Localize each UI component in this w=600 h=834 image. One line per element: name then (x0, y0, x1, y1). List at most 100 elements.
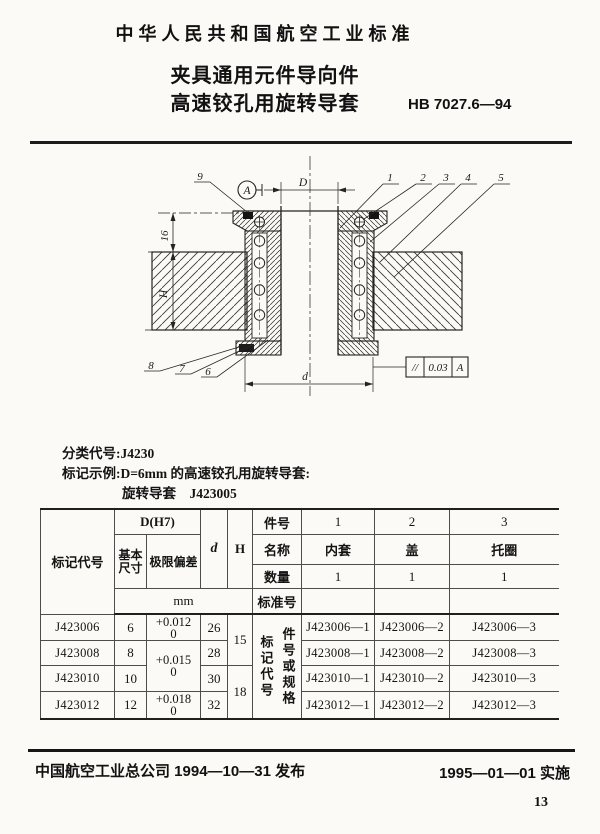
cell-basic-size-header: 基本尺寸 (114, 534, 147, 589)
cell-qty-2: 1 (374, 564, 451, 589)
cell-dh7-header: D(H7) (113, 508, 202, 535)
tolerance-value: 0.03 (428, 362, 448, 374)
cell-part3-1: J423006—3 (449, 613, 559, 641)
header-row-1: 标记代号 D(H7) d H 件号 1 2 3 (40, 508, 559, 615)
jig-plate-right (372, 251, 463, 331)
part-label-5: 5 (498, 172, 504, 184)
part-labels: 9 1 2 3 4 5 8 7 6 (148, 171, 504, 378)
cell-part3-3: J423010—3 (449, 665, 559, 692)
cell-qty-1: 1 (301, 564, 376, 589)
vertical-label-col1: 标记代号 (258, 634, 274, 699)
header-row-2: 基本尺寸 极限偏差 名称 内套 盖 托圈 (41, 534, 559, 589)
cell-d-3: 30 (200, 665, 229, 692)
vertical-label-col2: 件号或规格 (280, 626, 296, 707)
tolerance-frame: // 0.03 A (373, 356, 469, 378)
technical-drawing: A D d 16 (144, 156, 510, 396)
footer-rule (28, 749, 575, 752)
marking-example-line: 标记示例:D=6mm 的高速铰孔用旋转导套: (62, 466, 311, 481)
cell-piece-no-1: 1 (301, 508, 376, 535)
publisher-line: 中国航空工业总公司 1994—10—31 发布 (35, 763, 306, 780)
document-title-line1: 夹具通用元件导向件 (170, 65, 360, 87)
dev-upper: +0.015 (155, 653, 192, 667)
header-row-4: mm 标准号 (41, 588, 559, 615)
cell-unit: mm (113, 588, 254, 615)
classification-code-line: 分类代号:J4230 (62, 446, 155, 461)
parallelism-symbol: // (411, 362, 419, 374)
cell-mark-code-header: 标记代号 (40, 508, 115, 615)
dev-lower: 0 (170, 665, 177, 679)
marking-example-designation: 旋转导套 J423005 (122, 486, 237, 501)
page-number: 13 (534, 795, 548, 810)
cell-part1-2: J423008—1 (301, 640, 376, 666)
dev-lower: 0 (170, 704, 177, 718)
cell-basic-2: 8 (114, 640, 147, 666)
cell-d-2: 28 (200, 640, 229, 666)
cell-part2-1: J423006—2 (374, 613, 451, 641)
cell-part2-2: J423008—2 (374, 640, 451, 666)
document-title-line2: 高速铰孔用旋转导套 (170, 93, 360, 115)
part-label-3: 3 (442, 172, 449, 184)
part-label-7: 7 (179, 363, 185, 375)
dev-upper: +0.018 (155, 692, 192, 706)
cell-part2-3: J423010—2 (374, 665, 451, 692)
cell-part-name-1: 内套 (301, 534, 376, 565)
part-leaders (144, 181, 510, 378)
cell-h-18: 18 (227, 665, 254, 720)
cell-part1-3: J423010—1 (301, 665, 376, 692)
cell-part3-2: J423008—3 (449, 640, 559, 666)
cell-part3-4: J423012—3 (449, 691, 559, 720)
dim-H-label: H (158, 289, 170, 299)
header-row-3: 数量 1 1 1 (41, 564, 559, 589)
cell-code-4: J423012 (40, 691, 115, 720)
cell-part1-1: J423006—1 (301, 613, 376, 641)
dimension-D: D (264, 177, 355, 204)
cell-part1-4: J423012—1 (301, 691, 376, 720)
bore (233, 206, 387, 354)
centerlines (259, 156, 360, 396)
part-label-6: 6 (205, 366, 211, 378)
part-label-2: 2 (420, 172, 426, 184)
cell-part-name-3: 托圈 (449, 534, 559, 565)
specification-table: 标记代号 D(H7) d H 件号 1 2 3 基本尺寸 极限偏差 名称 内套 … (40, 508, 559, 720)
cell-basic-4: 12 (114, 691, 147, 720)
cell-code-1: J423006 (40, 613, 115, 641)
cell-part-name-2: 盖 (374, 534, 451, 565)
standard-number: HB 7027.6—94 (408, 96, 512, 113)
dim-bore-label: D (298, 177, 308, 189)
view-a-callout: A (237, 180, 263, 200)
part-label-8: 8 (148, 360, 154, 372)
data-row-3: J423010 10 30 18 J423010—1 J423010—2 J42… (40, 665, 559, 720)
cell-qty-3: 1 (449, 564, 559, 589)
dim-16-label: 16 (159, 230, 171, 242)
dim-outer-label: d (302, 371, 308, 383)
dev-upper: +0.012 (155, 614, 192, 629)
cell-d-4: 32 (200, 691, 229, 720)
part-label-1: 1 (387, 172, 393, 184)
cell-piece-no-label: 件号 (252, 508, 303, 535)
part-label-4: 4 (465, 172, 471, 184)
cell-basic-3: 10 (114, 665, 147, 692)
cell-d-header: d (200, 508, 229, 589)
cell-piece-no-2: 2 (374, 508, 451, 535)
standard-org-title: 中 华 人 民 共 和 国 航 空 工 业 标 准 (115, 24, 410, 44)
cell-std-no-3 (449, 588, 559, 615)
cell-name-label: 名称 (252, 534, 303, 565)
cell-code-3: J423010 (40, 665, 115, 692)
header-rule (30, 141, 572, 144)
dimension-d: d (244, 357, 374, 392)
cell-basic-1: 6 (114, 613, 147, 641)
cell-vertical-label: 标记代号 件号或规格 (252, 613, 303, 720)
cell-h-header: H (227, 508, 254, 589)
cell-std-no-2 (374, 588, 451, 615)
cell-d-1: 26 (200, 613, 229, 641)
cell-code-2: J423008 (40, 640, 115, 666)
cell-h-15: 15 (227, 613, 254, 666)
implementation-line: 1995—01—01 实施 (439, 765, 570, 782)
